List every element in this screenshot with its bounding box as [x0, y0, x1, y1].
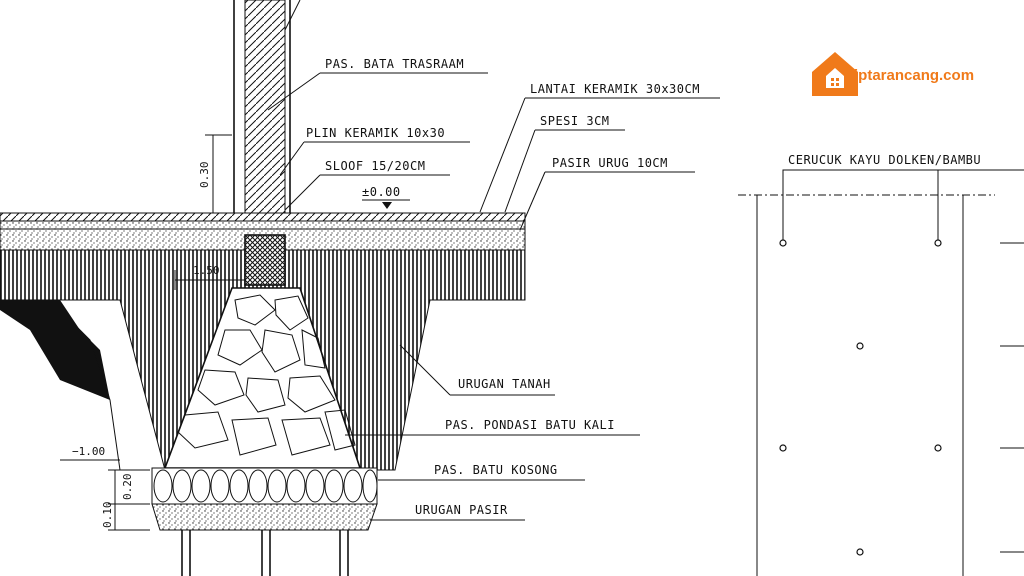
dim-010: 0.10 [101, 502, 114, 529]
wall-brick [244, 0, 286, 214]
label-pasir-urug: PASIR URUG 10CM [552, 156, 668, 170]
dimension-lines [60, 134, 245, 531]
label-sloof: SLOOF 15/20CM [325, 159, 425, 173]
level-minus: −1.00 [72, 445, 105, 458]
dim-030: 0.30 [198, 162, 211, 189]
label-pondasi: PAS. PONDASI BATU KALI [445, 418, 615, 432]
label-spesi: SPESI 3CM [540, 114, 610, 128]
brand-name: iptarancang.com [854, 67, 974, 84]
spesi-layer [0, 220, 526, 230]
soil-chunk [0, 300, 110, 400]
batu-kosong-stones [153, 469, 378, 503]
brand-logo[interactable]: iptarancang.com [812, 52, 974, 96]
dim-150: 1.50 [193, 264, 220, 277]
label-lantai: LANTAI KERAMIK 30x30CM [530, 82, 700, 96]
pile-plan-frame [756, 169, 1024, 576]
urugan-pasir-layer [151, 503, 378, 531]
label-cerucuk: CERUCUK KAYU DOLKEN/BAMBU [788, 153, 981, 167]
house-logo-icon [812, 52, 858, 96]
dim-020: 0.20 [121, 474, 134, 501]
sloof-beam [244, 234, 286, 286]
leader-lines [267, 0, 720, 521]
stone-pattern [177, 294, 356, 456]
piles-left [181, 530, 349, 576]
label-pas-bata: PAS. BATA TRASRAAM [325, 57, 464, 71]
label-urugan-tanah: URUGAN TANAH [458, 377, 551, 391]
label-batu-kosong: PAS. BATU KOSONG [434, 463, 558, 477]
label-level-zero: ±0.00 [362, 185, 401, 199]
keramik-layer [0, 212, 526, 222]
label-urugan-pasir: URUGAN PASIR [415, 503, 508, 517]
pile-points [779, 239, 942, 556]
level-marker [382, 202, 392, 209]
label-plin: PLIN KERAMIK 10x30 [306, 126, 445, 140]
